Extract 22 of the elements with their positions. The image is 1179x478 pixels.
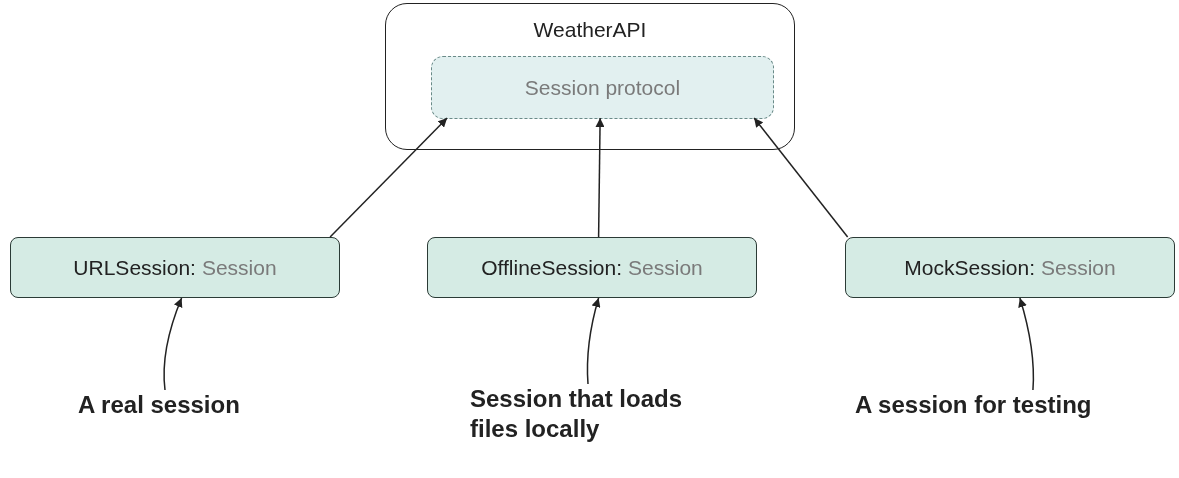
protocol-name: Session [1041, 255, 1116, 280]
leader-line [1018, 297, 1035, 391]
arrow [595, 117, 605, 238]
class-box [10, 237, 340, 298]
annotation-text: A real session [78, 390, 240, 420]
leader-line [586, 297, 601, 385]
leader-line [163, 297, 183, 391]
protocol-name: Session [201, 255, 277, 280]
class-name: OfflineSession: [481, 255, 623, 280]
arrow [329, 117, 448, 238]
class-box [845, 237, 1175, 298]
class-box [427, 237, 757, 298]
protocol-name: Session [628, 255, 703, 280]
annotation-text: A session for testing [855, 390, 1092, 420]
class-name: MockSession: [904, 255, 1035, 280]
protocol-name: Session protocol [524, 75, 681, 100]
class-box [385, 3, 795, 150]
protocol-box [431, 56, 774, 119]
class-name: WeatherAPI [533, 18, 647, 42]
class-name: URLSession: [73, 255, 196, 280]
arrow [753, 117, 849, 238]
annotation-text: Session that loads files locally [470, 384, 684, 444]
